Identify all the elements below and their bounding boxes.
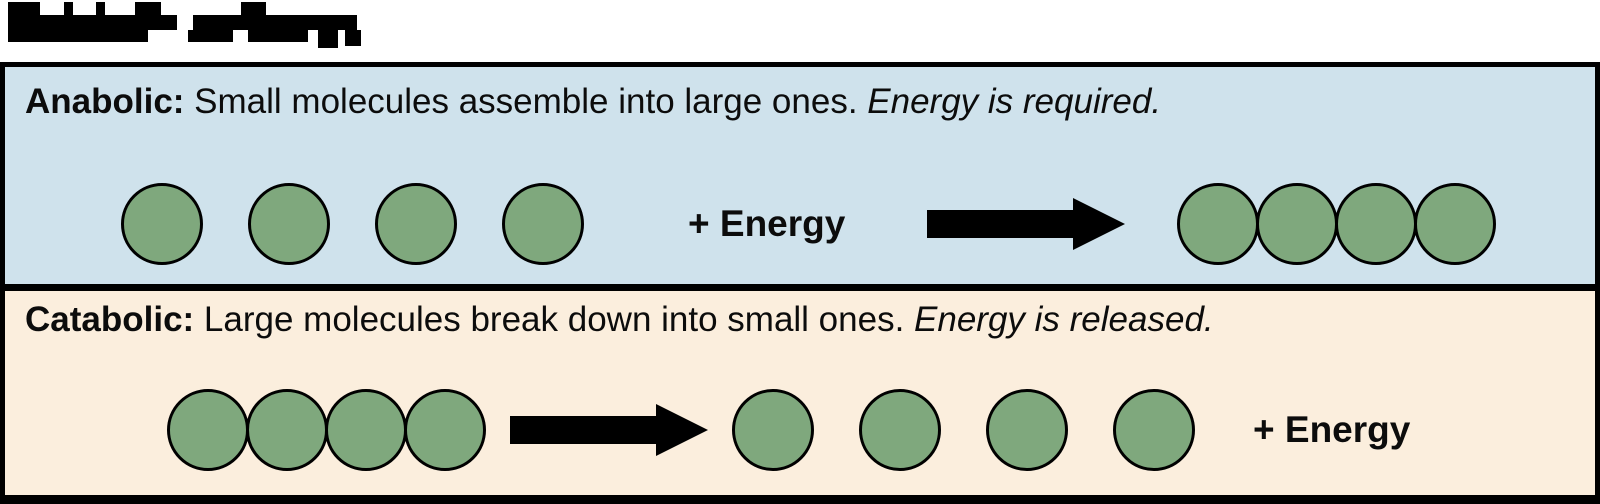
molecule-circle [1335, 183, 1418, 265]
anabolic-heading-text: Small molecules assemble into large ones… [184, 82, 868, 121]
molecule-circle [404, 389, 486, 471]
energy-label: + Energy [688, 203, 846, 244]
molecule-circle [1113, 389, 1195, 471]
right-arrow-icon [927, 198, 1126, 250]
molecule-circle [502, 183, 584, 265]
molecule-circle [375, 183, 457, 265]
molecule-circle [248, 183, 330, 265]
molecule-circle [732, 389, 814, 471]
anabolic-heading: Anabolic: Small molecules assemble into … [25, 67, 1595, 123]
molecule-circle [1414, 183, 1497, 265]
right-arrow-icon [510, 404, 708, 456]
molecule-group [732, 389, 1195, 471]
molecule-chain [167, 389, 486, 471]
molecule-circle [986, 389, 1068, 471]
molecule-circle [859, 389, 941, 471]
molecule-circle [246, 389, 328, 471]
anabolic-panel: Anabolic: Small molecules assemble into … [5, 67, 1595, 291]
catabolic-panel: Catabolic: Large molecules break down in… [5, 291, 1595, 495]
catabolic-heading-text: Large molecules break down into small on… [194, 300, 915, 339]
catabolic-heading: Catabolic: Large molecules break down in… [25, 291, 1595, 341]
anabolic-row: + Energy [25, 183, 1595, 265]
anabolic-heading-italic: Energy is required. [867, 82, 1162, 121]
molecule-chain [1177, 183, 1497, 265]
catabolic-heading-italic: Energy is released. [914, 300, 1214, 339]
molecule-circle [121, 183, 203, 265]
molecule-circle [167, 389, 249, 471]
energy-label: + Energy [1253, 409, 1411, 450]
metabolism-figure: Anabolic: Small molecules assemble into … [0, 62, 1600, 504]
redacted-title [8, 2, 361, 48]
molecule-circle [1177, 183, 1260, 265]
catabolic-row: + Energy [25, 389, 1595, 471]
catabolic-heading-bold: Catabolic: [25, 300, 195, 339]
anabolic-heading-bold: Anabolic: [25, 82, 185, 121]
molecule-circle [1256, 183, 1339, 265]
molecule-group [121, 183, 584, 265]
molecule-circle [325, 389, 407, 471]
